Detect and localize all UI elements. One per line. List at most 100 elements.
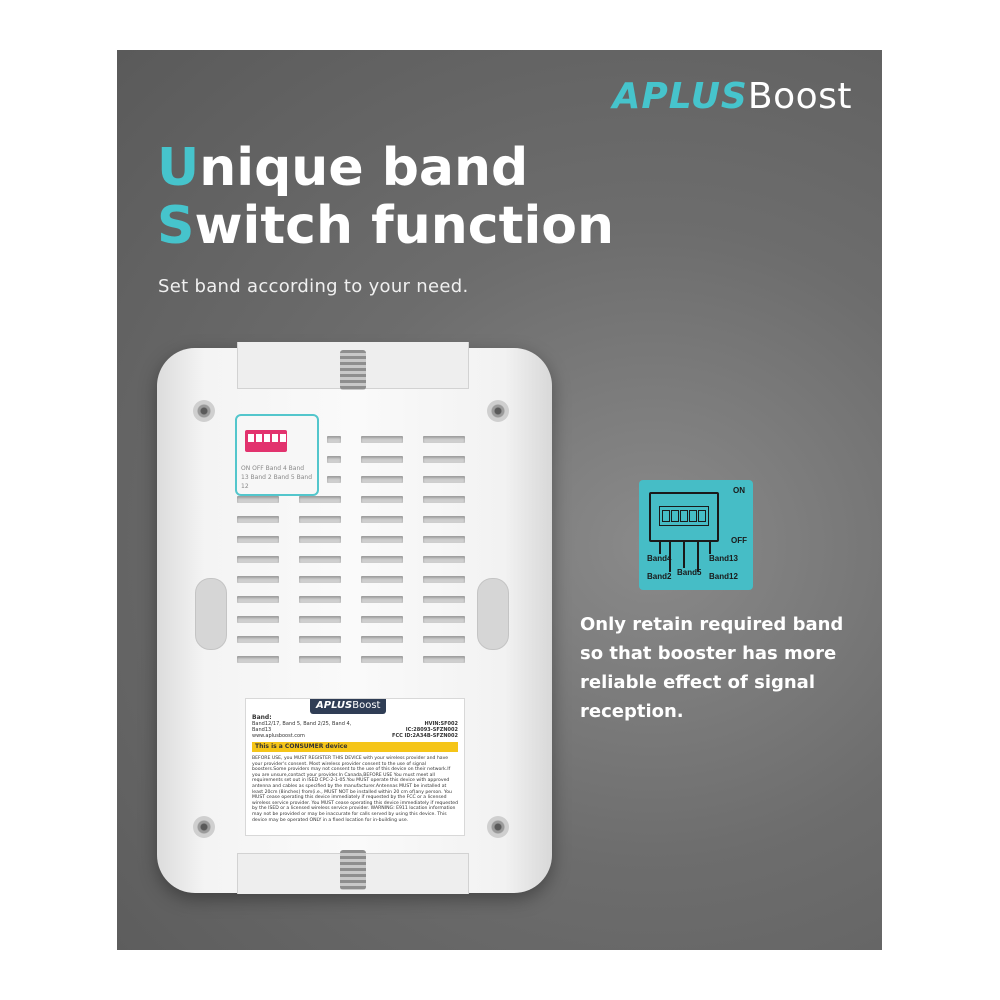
vent-slot xyxy=(423,436,465,443)
diagram-switch-outline xyxy=(649,492,719,542)
diagram-off-label: OFF xyxy=(731,536,747,545)
diagram-toggle xyxy=(671,510,679,522)
dip-switch-toggle xyxy=(256,434,262,442)
vent-slot xyxy=(361,476,403,483)
diagram-lead-line xyxy=(659,540,661,554)
description-line: Only retain required band xyxy=(580,614,844,635)
label-url: www.aplusboost.com xyxy=(252,733,305,739)
headline-line2-initial: S xyxy=(157,196,195,256)
vent-slot xyxy=(423,656,465,663)
diagram-lead-line xyxy=(683,540,685,568)
label-brand-part2: Boost xyxy=(352,700,381,711)
vent-slot xyxy=(299,616,341,623)
vent-slot xyxy=(237,616,279,623)
brand-logo-part1: APLUS xyxy=(612,76,748,117)
antenna-connector-bottom xyxy=(340,850,366,890)
vent-slot xyxy=(361,436,403,443)
brand-logo-part2: Boost xyxy=(747,76,852,117)
vent-slot xyxy=(423,456,465,463)
label-ids: HVIN:SF002 IC:28093-SFZN002 FCC ID:2A34B… xyxy=(392,721,458,739)
vent-slot xyxy=(423,576,465,583)
vent-slot xyxy=(423,496,465,503)
vent-slot xyxy=(237,656,279,663)
vent-slot xyxy=(237,636,279,643)
vent-slot xyxy=(423,516,465,523)
feature-description: Only retain required band so that booste… xyxy=(580,610,860,726)
diagram-band13-label: Band13 xyxy=(709,554,738,563)
vent-slot xyxy=(423,616,465,623)
vent-slot xyxy=(361,616,403,623)
diagram-lead-line xyxy=(709,540,711,554)
label-ic: IC:28093-SFZN002 xyxy=(405,727,458,733)
vent-slot xyxy=(299,596,341,603)
label-consumer-banner: This is a CONSUMER device xyxy=(252,742,458,752)
dip-switch-diagram: ON OFF Band4 Band13 Band2 Band5 Band12 xyxy=(639,480,753,590)
diagram-toggle xyxy=(680,510,688,522)
description-line: reliable effect of signal xyxy=(580,672,816,693)
vent-slot xyxy=(361,656,403,663)
screw-icon xyxy=(193,816,215,838)
vent-slot xyxy=(237,596,279,603)
diagram-band4-label: Band4 xyxy=(647,554,672,563)
vent-slot xyxy=(299,536,341,543)
vent-slot xyxy=(299,636,341,643)
vent-slot xyxy=(361,536,403,543)
vent-slot xyxy=(361,576,403,583)
label-fcc: FCC ID:2A34B-SFZN002 xyxy=(392,733,458,739)
vent-slot xyxy=(299,576,341,583)
diagram-toggle xyxy=(689,510,697,522)
vent-slot xyxy=(361,596,403,603)
dip-switch-toggle xyxy=(272,434,278,442)
vent-slot xyxy=(327,476,341,483)
screw-icon xyxy=(487,400,509,422)
label-hvin: HVIN:SF002 xyxy=(424,721,458,727)
diagram-toggle xyxy=(662,510,670,522)
headline-line2: Switch function xyxy=(157,196,614,256)
diagram-band12-label: Band12 xyxy=(709,572,738,581)
vent-slot xyxy=(237,556,279,563)
diagram-on-label: ON xyxy=(733,486,745,495)
label-band-list: Band12/17, Band 5, Band 2/25, Band 4, Ba… xyxy=(252,721,352,733)
label-brand-logo: APLUSBoost xyxy=(310,699,387,714)
vent-slot xyxy=(299,496,341,503)
vent-slot xyxy=(423,536,465,543)
headline-line1-text: nique band xyxy=(199,138,529,198)
ventilation-grille xyxy=(237,436,477,676)
vent-slot xyxy=(327,456,341,463)
vent-slot xyxy=(361,456,403,463)
vent-slot xyxy=(423,476,465,483)
subtitle: Set band according to your need. xyxy=(158,276,469,297)
dip-switch-small-labels: ON OFF Band 4 Band 13 Band 2 Band 5 Band… xyxy=(241,465,313,490)
vent-slot xyxy=(361,516,403,523)
label-fine-print: BEFORE USE, you MUST REGISTER THIS DEVIC… xyxy=(252,756,458,823)
dip-switch-highlight: ON OFF Band 4 Band 13 Band 2 Band 5 Band… xyxy=(235,414,319,496)
dip-switch-toggle xyxy=(280,434,286,442)
booster-device: ON OFF Band 4 Band 13 Band 2 Band 5 Band… xyxy=(157,342,552,894)
dip-switch-block xyxy=(245,430,287,452)
headline-line2-text: witch function xyxy=(194,196,615,256)
label-brand-part1: APLUS xyxy=(316,700,353,711)
vent-slot xyxy=(361,496,403,503)
headline-line1: Unique band xyxy=(157,138,528,198)
diagram-switch-row xyxy=(659,506,709,526)
vent-slot xyxy=(237,536,279,543)
device-compliance-label: APLUSBoost Band: Band12/17, Band 5, Band… xyxy=(245,698,465,836)
brand-logo: APLUSBoost xyxy=(612,76,852,117)
dip-switch-toggle xyxy=(264,434,270,442)
vent-slot xyxy=(237,576,279,583)
diagram-band5-label: Band5 xyxy=(677,568,702,577)
vent-slot xyxy=(423,556,465,563)
vent-slot xyxy=(299,556,341,563)
product-poster: APLUSBoost Unique band Switch function S… xyxy=(117,50,882,950)
vent-slot xyxy=(361,636,403,643)
dip-switch-toggle xyxy=(248,434,254,442)
screw-icon xyxy=(193,400,215,422)
antenna-connector-top xyxy=(340,350,366,390)
vent-slot xyxy=(237,496,279,503)
diagram-lead-line xyxy=(669,540,671,572)
vent-slot xyxy=(361,556,403,563)
description-line: so that booster has more xyxy=(580,643,837,664)
description-line: reception. xyxy=(580,701,684,722)
label-band-info: Band: Band12/17, Band 5, Band 2/25, Band… xyxy=(252,715,362,734)
diagram-band2-label: Band2 xyxy=(647,572,672,581)
